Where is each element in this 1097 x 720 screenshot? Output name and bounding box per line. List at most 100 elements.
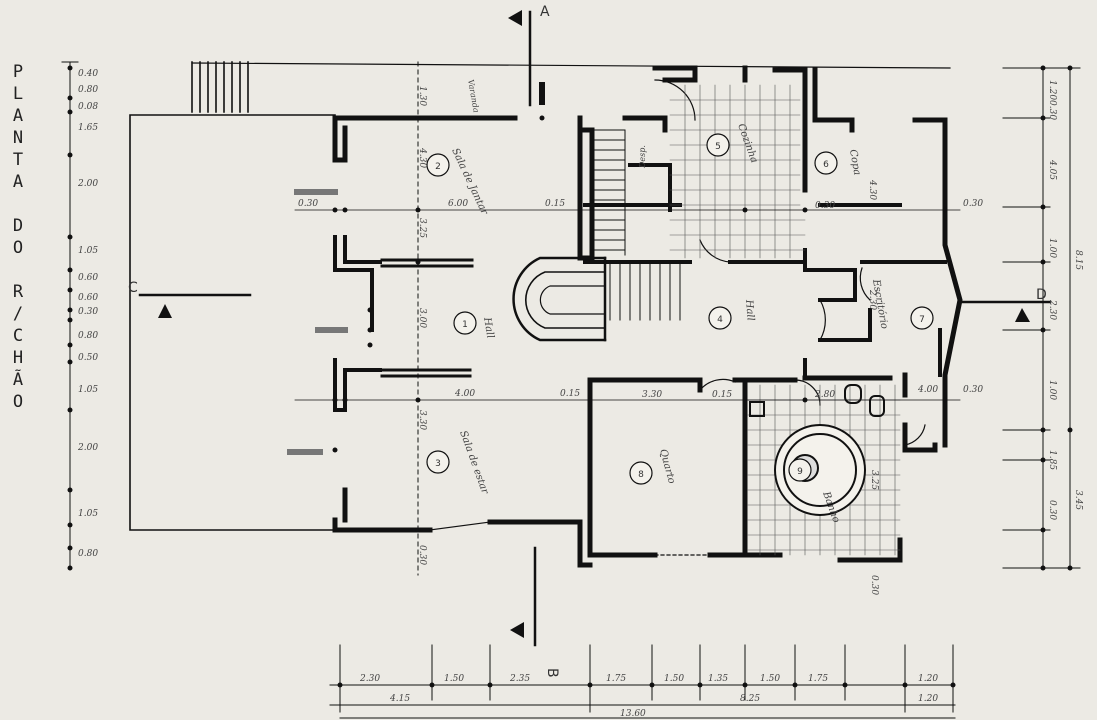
- dim-bottom1-5: 1.35: [708, 674, 728, 684]
- exterior-walls: [332, 65, 963, 568]
- section-letter-b: B: [544, 668, 560, 678]
- dim-right-inner-2: 4.05: [1047, 159, 1057, 180]
- dim-internal-10: 0.15: [712, 390, 732, 400]
- room-label-cozinha: Cozinha: [735, 122, 759, 164]
- dim-internal-12: 4.00: [917, 385, 938, 395]
- room-number-2: 2: [435, 162, 441, 172]
- room-label-quarto: Quarto: [657, 448, 677, 485]
- dim-internal-18: 0.30: [417, 545, 427, 565]
- dim-internal-21: 0.30: [963, 199, 983, 209]
- curved-stair: [512, 256, 607, 342]
- section-letter-c: C: [128, 280, 138, 296]
- dim-bottom1-6: 1.50: [760, 674, 780, 684]
- dim-right-inner-3: 1.00: [1047, 238, 1057, 258]
- dim-internal-4: 0.15: [545, 199, 565, 209]
- dim-left-0: 0.40: [78, 69, 98, 79]
- dim-internal-20: 0.30: [815, 201, 835, 211]
- room-label-sala-estar: Sala de estar: [457, 429, 490, 496]
- dim-internal-17: 3.25: [869, 470, 879, 490]
- room-number-4: 4: [717, 315, 723, 325]
- dim-bottom1-2: 2.35: [509, 674, 530, 684]
- dim-left-6: 0.60: [78, 273, 98, 283]
- dim-right-inner-6: 1.85: [1047, 450, 1057, 470]
- dim-right-inner-4: 2.30: [1047, 299, 1057, 320]
- terrace-outline: [129, 61, 951, 531]
- dim-left-12: 2.00: [77, 443, 98, 453]
- room-number-6: 6: [823, 160, 829, 170]
- dim-left-11: 1.05: [78, 385, 98, 395]
- dim-bottom-total: 13.60: [620, 709, 646, 719]
- room-label-varanda: Varanda: [466, 79, 481, 114]
- dim-internal-11: 2.80: [814, 390, 835, 400]
- room-number-5: 5: [715, 142, 721, 152]
- dim-internal-5: 0.30: [298, 199, 318, 209]
- room-label-hall-central: Hall: [743, 298, 756, 321]
- section-arrows: [158, 10, 1030, 638]
- dim-right-outer-0: 8.15: [1073, 250, 1083, 270]
- dim-left-5: 1.05: [78, 246, 98, 256]
- section-letters: A B C D: [128, 4, 1047, 678]
- room-label-hall-entrada: Hall: [481, 316, 496, 340]
- dim-right-inner-7: 0.30: [1047, 500, 1057, 520]
- dimension-ticks: [67, 65, 1073, 688]
- section-letter-a: A: [540, 4, 550, 20]
- bath-fixtures: [749, 384, 885, 516]
- dim-internal-6: 3.00: [417, 308, 427, 328]
- tile-grid-kitchen: [669, 84, 806, 259]
- dim-internal-3: 6.00: [448, 199, 468, 209]
- dim-internal-16: 2.30: [867, 289, 877, 310]
- dimension-lines: [61, 61, 1081, 719]
- dim-left-2: 0.08: [78, 102, 98, 112]
- dim-bottom2-1: 8.25: [740, 694, 760, 704]
- dim-right-outer-1: 3.45: [1073, 490, 1083, 510]
- room-number-9: 9: [797, 467, 803, 477]
- door-swings: [429, 79, 926, 556]
- dim-internal-19: 0.30: [869, 575, 879, 595]
- room-number-circles: [426, 133, 934, 485]
- dim-internal-8: 0.15: [560, 389, 580, 399]
- dim-internal-7: 4.00: [454, 389, 475, 399]
- dim-left-8: 0.30: [78, 307, 98, 317]
- dim-internal-15: 4.30: [867, 179, 877, 200]
- dim-bottom2-2: 1.20: [918, 694, 938, 704]
- dim-right-inner-0: 1.20: [1047, 80, 1057, 100]
- room-number-8: 8: [638, 470, 644, 480]
- dim-bottom1-7: 1.75: [808, 674, 828, 684]
- dim-internal-13: 0.30: [963, 385, 983, 395]
- dim-left-9: 0.80: [78, 331, 98, 341]
- room-number-3: 3: [435, 459, 441, 469]
- dim-bottom1-3: 1.75: [606, 674, 626, 684]
- dim-left-13: 1.05: [78, 509, 98, 519]
- plan-title-text: PLANTA DO R/CHÃO: [8, 62, 28, 414]
- dim-internal-9: 3.30: [642, 390, 662, 400]
- plan-title: PLANTA DO R/CHÃO: [8, 62, 38, 414]
- stair-treads: [594, 129, 681, 321]
- section-letter-d: D: [1036, 287, 1047, 303]
- dim-internal-0: 1.30: [417, 86, 427, 106]
- dim-internal-14: 3.30: [417, 410, 427, 430]
- dim-right-inner-1: 0.30: [1047, 100, 1057, 120]
- room-numbers: 2 1 3 5 6 4 7 8 9: [435, 142, 925, 480]
- dim-internal-1: 4.30: [417, 147, 427, 168]
- room-number-7: 7: [919, 315, 925, 325]
- room-label-despensa: Desp.: [638, 145, 647, 169]
- dim-left-1: 0.80: [78, 85, 98, 95]
- dim-bottom1-1: 1.50: [444, 674, 464, 684]
- dim-left-3: 1.65: [78, 123, 98, 133]
- dim-left-10: 0.50: [78, 353, 98, 363]
- dim-bottom1-4: 1.50: [664, 674, 684, 684]
- dim-bottom1-0: 2.30: [359, 674, 380, 684]
- dim-internal-2: 3.25: [417, 218, 427, 238]
- window-markers: [287, 82, 545, 455]
- dim-bottom1-8: 1.20: [918, 674, 938, 684]
- dim-left-7: 0.60: [78, 293, 98, 303]
- dim-right-inner-5: 1.00: [1047, 380, 1057, 400]
- dim-left-4: 2.00: [77, 179, 98, 189]
- dim-bottom2-0: 4.15: [389, 694, 410, 704]
- dimension-labels: 0.40 0.80 0.08 1.65 2.00 1.05 0.60 0.60 0.30 0.80…: [77, 69, 1083, 719]
- room-number-1: 1: [462, 320, 468, 330]
- dim-left-14: 0.80: [78, 549, 98, 559]
- section-cut-lines: [138, 10, 1052, 647]
- interior-walls: [333, 163, 947, 412]
